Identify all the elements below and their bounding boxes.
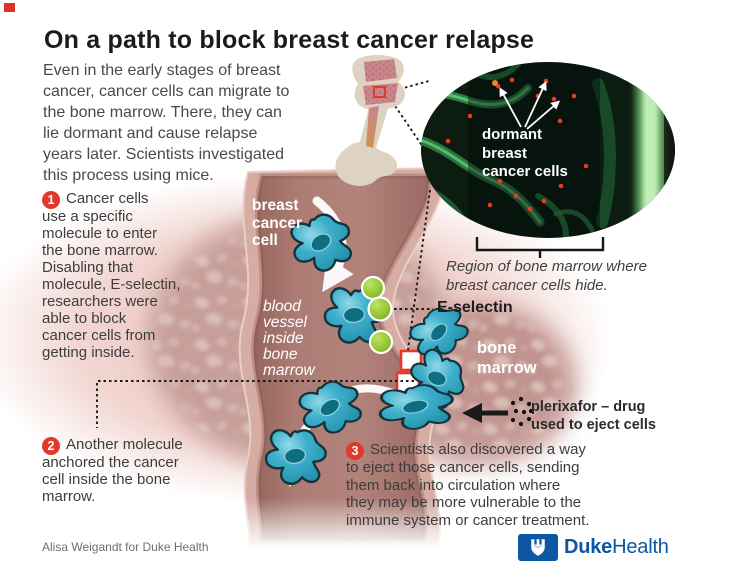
microscopy-caption: Region of bone marrow where breast cance…	[446, 258, 647, 294]
step-2-text: Another molecule anchored the cancer cel…	[42, 436, 183, 505]
plerixafor-dots	[510, 396, 534, 427]
blood-vessel-label: blood vessel inside bone marrow	[263, 298, 315, 379]
plerixafor-label: plerixafor – drug used to eject cells	[531, 399, 656, 433]
e-selectin-label: E-selectin	[437, 299, 513, 316]
bone-region-marker	[373, 86, 386, 98]
brand-health: Health	[612, 536, 669, 558]
step-2-badge: 2	[42, 437, 60, 455]
bone-illustration	[335, 55, 405, 186]
duke-health-wordmark: DukeHealth	[564, 536, 669, 559]
footer-credit: Alisa Weigandt for Duke Health	[42, 540, 209, 554]
page-title: On a path to block breast cancer relapse	[44, 26, 535, 54]
dormant-cell-dots	[445, 77, 589, 212]
magnification-bracket	[475, 237, 605, 258]
e-selectin-molecule	[367, 296, 393, 322]
e-selectin-molecules	[360, 275, 394, 355]
dotted-line-bone-to-ellipse-2	[388, 96, 424, 148]
intro-text: Even in the early stages of breast cance…	[43, 62, 290, 184]
brand-duke: Duke	[564, 536, 613, 558]
e-selectin-molecule	[360, 275, 386, 301]
step-3-badge: 3	[346, 442, 364, 460]
duke-shield-icon	[531, 539, 545, 556]
dormant-cells-label: dormant breast cancer cells	[482, 126, 568, 181]
duke-health-logo	[518, 534, 558, 561]
dotted-line-step2	[96, 380, 414, 428]
step-3-text: Scientists also discovered a way to ejec…	[346, 441, 590, 529]
breast-cancer-cell-label: breast cancer cell	[252, 197, 302, 249]
e-selectin-molecule	[368, 329, 394, 355]
microscopy-ellipse	[421, 62, 675, 238]
bone-marrow-label: bone marrow	[477, 339, 537, 377]
step-1-badge: 1	[42, 191, 60, 209]
dormant-cell-arrows	[499, 81, 561, 130]
step-1-text: Cancer cells use a specific molecule to …	[42, 190, 181, 361]
corner-mark	[4, 3, 15, 12]
bottom-fade	[0, 498, 730, 584]
